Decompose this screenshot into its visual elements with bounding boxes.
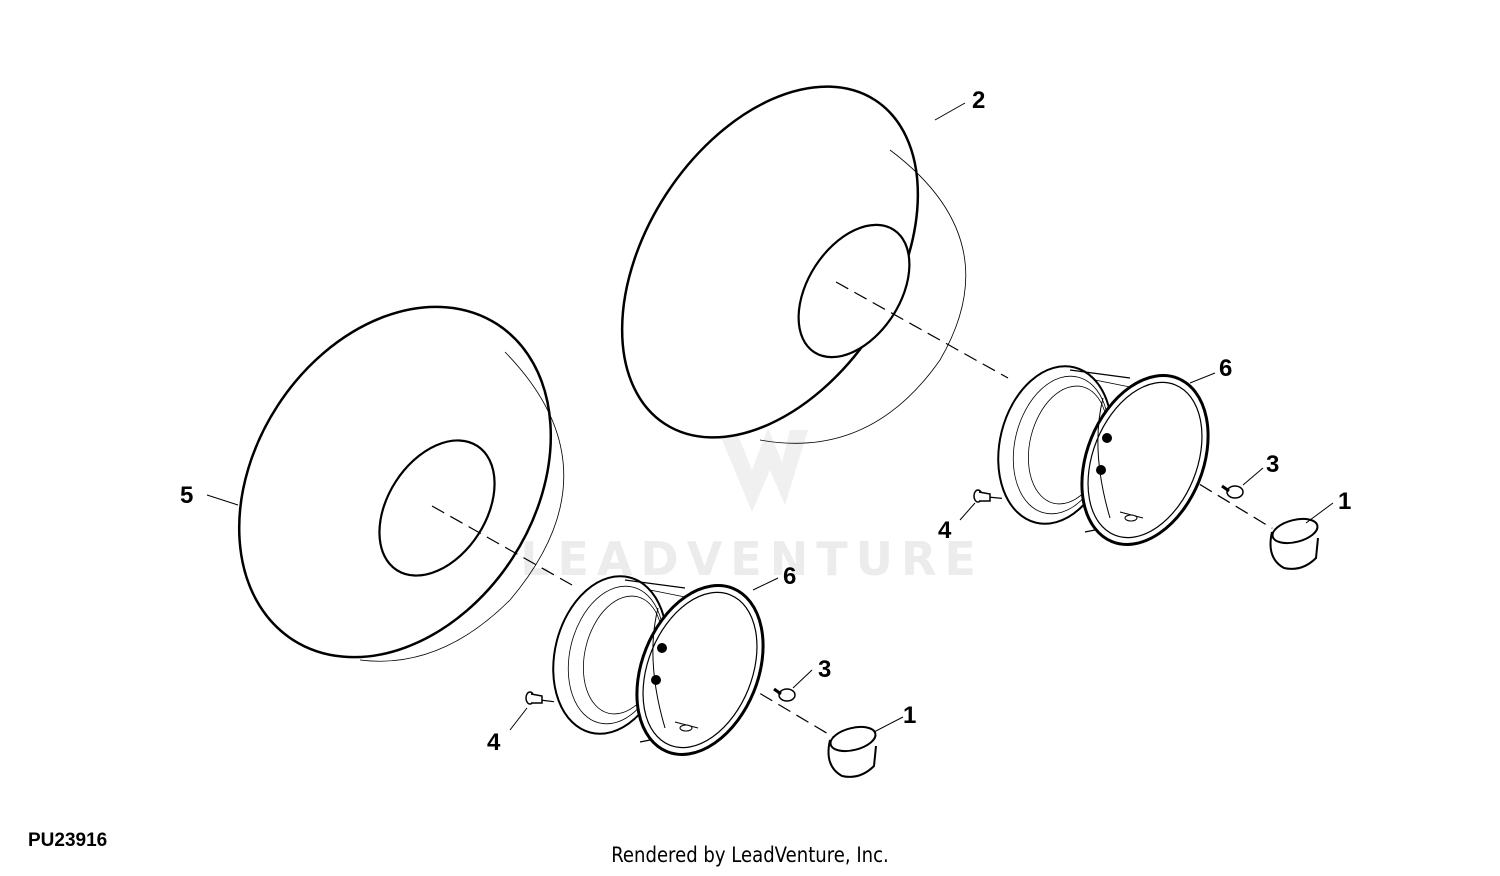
hub-cap-right bbox=[1263, 513, 1321, 571]
callout-1-right: 1 bbox=[1338, 488, 1351, 515]
wheel-rim-right bbox=[980, 352, 1234, 565]
tire-rear bbox=[620, 85, 967, 444]
figure-id: PU23916 bbox=[28, 830, 108, 851]
callout-5: 5 bbox=[180, 482, 193, 509]
leader-lines bbox=[206, 102, 1334, 733]
lug-screw-left bbox=[772, 687, 797, 703]
callout-3-right: 3 bbox=[1266, 451, 1279, 478]
callout-2: 2 bbox=[972, 87, 985, 114]
wheel-rim-left bbox=[535, 562, 789, 775]
callout-3-left: 3 bbox=[818, 656, 831, 683]
watermark-text: LEADVENTURE bbox=[520, 532, 984, 586]
render-credit: Rendered by LeadVenture, Inc. bbox=[611, 843, 889, 867]
valve-stem-left bbox=[525, 691, 543, 705]
lug-screw-right bbox=[1220, 484, 1245, 500]
hub-cap-left bbox=[821, 721, 879, 779]
tire-front bbox=[237, 305, 565, 662]
valve-stem-right bbox=[973, 489, 991, 503]
callout-1-left: 1 bbox=[903, 702, 916, 729]
callout-4-left: 4 bbox=[487, 729, 501, 756]
callout-4-right: 4 bbox=[938, 517, 952, 544]
callout-6-right: 6 bbox=[1219, 355, 1232, 382]
callout-6-left: 6 bbox=[783, 563, 796, 590]
